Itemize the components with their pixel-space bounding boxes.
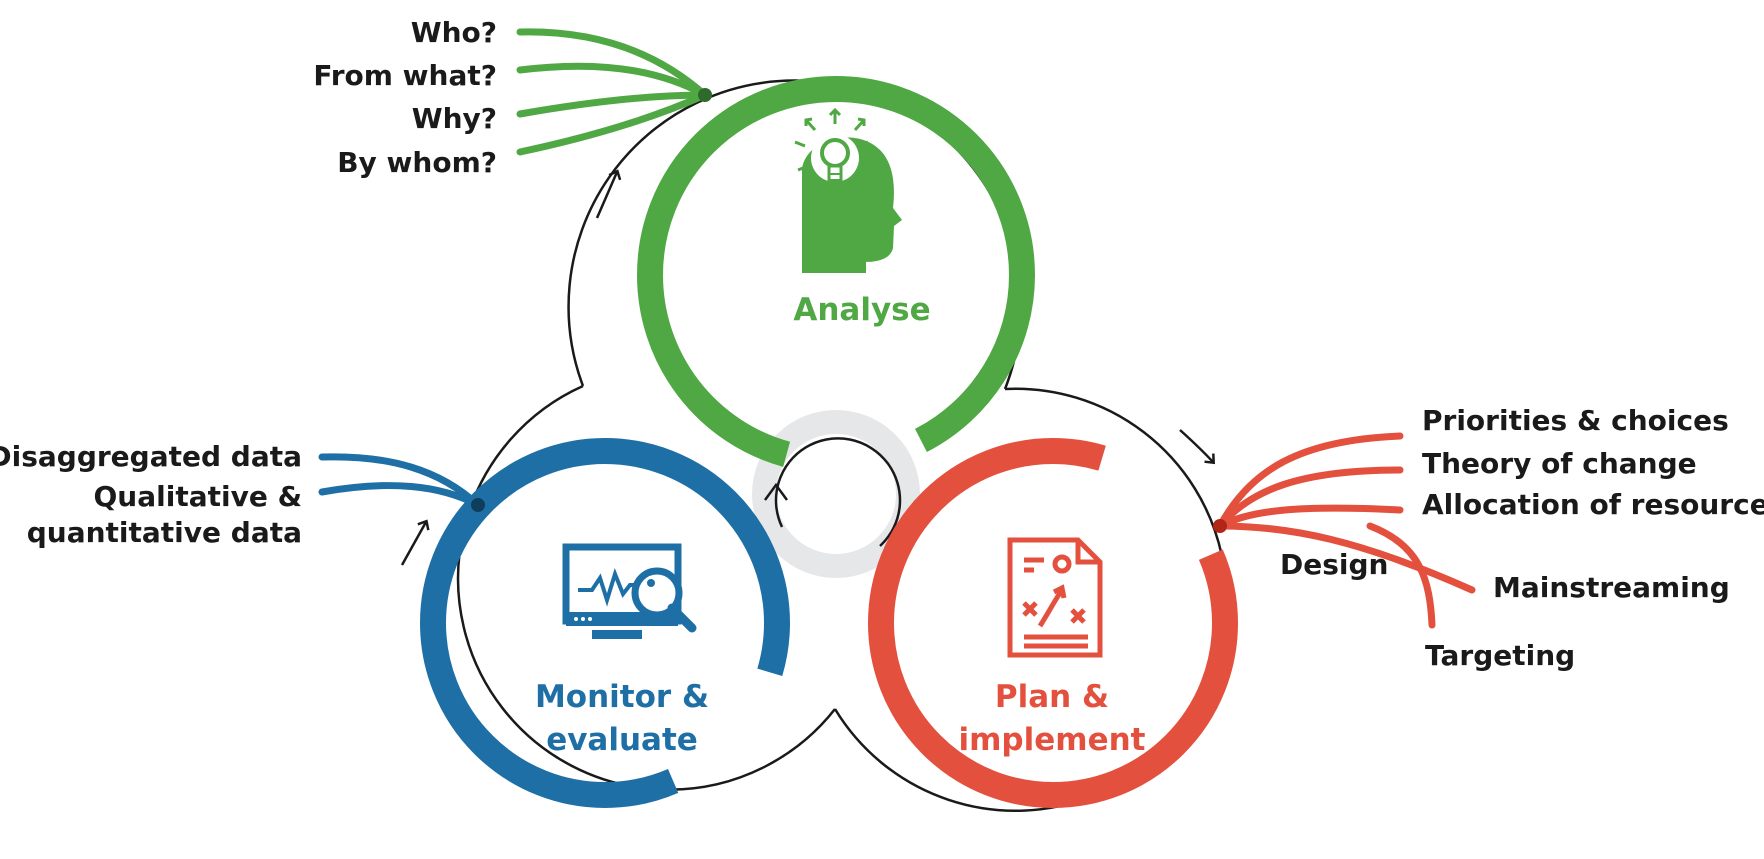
- question-why: Why?: [412, 102, 497, 135]
- arrow-to-plan: [1179, 429, 1215, 465]
- plan-ring: [868, 438, 1238, 808]
- plan-branches: [1216, 432, 1476, 629]
- item-qualitative: Qualitative &: [94, 480, 303, 513]
- analyse-title: Analyse: [793, 292, 930, 328]
- item-allocation-of-resources: Allocation of resources: [1422, 488, 1764, 521]
- question-from-what: From what?: [313, 59, 497, 92]
- item-targeting: Targeting: [1425, 639, 1575, 672]
- monitor-items: Disaggregated data Qualitative & quantit…: [0, 440, 302, 549]
- monitor-branch-node: [471, 498, 485, 512]
- item-theory-of-change: Theory of change: [1422, 447, 1697, 480]
- monitor-section: Monitor & evaluate Disaggregated data Qu…: [0, 438, 790, 808]
- question-by-whom: By whom?: [337, 146, 497, 179]
- monitor-branches: [318, 453, 482, 509]
- analyse-branch-node: [698, 88, 712, 102]
- analyse-questions: Who? From what? Why? By whom?: [313, 16, 497, 179]
- item-mainstreaming: Mainstreaming: [1493, 571, 1730, 604]
- analyse-section: Analyse Who? From what? Why? By whom?: [313, 16, 1035, 474]
- hub-arrow-icon: [763, 482, 789, 501]
- arrow-to-analyse: [595, 169, 622, 219]
- plan-title-line2: implement: [959, 722, 1146, 758]
- strategy-document-icon: [1007, 537, 1103, 658]
- monitor-magnifier-icon: [562, 543, 697, 639]
- plan-title-line1: Plan &: [995, 679, 1109, 715]
- item-quantitative-data: quantitative data: [27, 516, 302, 549]
- monitor-ring: [420, 438, 790, 808]
- plan-items: Priorities & choices Theory of change Al…: [1280, 404, 1764, 672]
- analyse-branches: [516, 28, 709, 156]
- monitor-title-line2: evaluate: [546, 722, 698, 758]
- item-design: Design: [1280, 548, 1388, 581]
- monitor-title-line1: Monitor &: [535, 679, 709, 715]
- hub-cycle-arc: [774, 437, 902, 547]
- head-lightbulb-icon: [794, 107, 902, 273]
- arrow-to-monitor: [400, 519, 430, 566]
- question-who: Who?: [411, 16, 497, 49]
- analyse-ring: [637, 76, 1035, 474]
- item-priorities-choices: Priorities & choices: [1422, 404, 1729, 437]
- outer-arc-left: [456, 384, 836, 791]
- item-disaggregated-data: Disaggregated data: [0, 440, 302, 473]
- plan-branch-node: [1213, 519, 1227, 533]
- central-hub: [752, 410, 920, 578]
- plan-section: Plan & implement Priorities & choices Th…: [868, 404, 1764, 808]
- hub-ring: [752, 410, 920, 578]
